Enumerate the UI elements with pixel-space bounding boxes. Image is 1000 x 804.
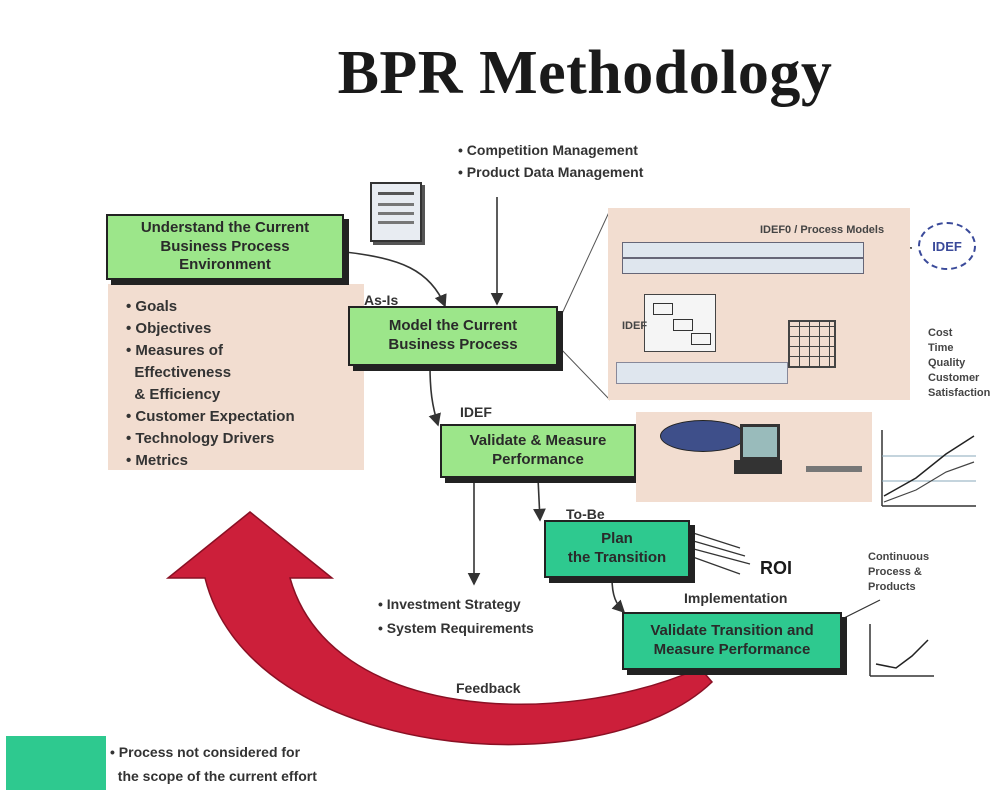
box5-to-graph [839,599,881,621]
box-line: Performance [492,451,584,468]
panel1-callout [559,209,611,401]
box-line: Measure Performance [653,641,811,658]
label-roi: ROI [760,558,793,578]
bullet-item: & Efficiency [126,386,221,403]
box-model-current: Model the Current Business Process [348,306,558,366]
process-model-panel: IDEF0 / Process Models IDEF [608,208,910,400]
bullet-item: • System Requirements [378,620,534,636]
note-item: Cost [928,327,953,339]
lower-bullets: • Investment Strategy • System Requireme… [378,592,534,640]
bullet-item: • Measures of [126,342,223,359]
note-item: Time [928,342,954,354]
trend-svg [869,624,934,677]
bullet-item: Effectiveness [126,364,232,381]
computer-icon [740,424,780,460]
label-idef: IDEF [622,320,648,332]
legend-swatch [6,736,106,790]
note-item: Continuous [868,551,930,563]
box-line: Business Process [388,336,518,353]
database-icon [660,420,746,452]
performance-graph [876,426,978,514]
keyboard-icon [734,460,782,474]
simulation-panel [636,412,872,502]
label-implementation: Implementation [684,590,788,606]
note-item: Process & [868,566,922,578]
bullet-item: • Investment Strategy [378,596,521,612]
bullet-item: • Metrics [126,452,188,469]
document-icon [370,182,422,242]
idef-diagram-icon [644,294,716,352]
flow-bar [616,362,788,384]
trend-graph [866,620,936,680]
feedback-label: Feedback [456,680,521,696]
box-line: Plan [601,530,633,548]
input-item: • Product Data Management [458,164,644,180]
feedback-arrow [165,511,714,746]
box-validate-measure: Validate & Measure Performance [440,424,636,478]
arrow-box2-to-box3 [428,365,441,427]
grid-network-icon [788,320,836,368]
box-line: Validate Transition and [650,622,814,640]
legend-line: • Process not considered for [110,744,301,760]
bullet-item: • Customer Expectation [126,408,295,425]
right-notes: Cost Time Quality Customer Satisfaction [928,326,990,401]
arrow-box4-to-box5 [611,577,626,614]
note-item: Products [868,581,916,593]
note-item: Customer [928,372,980,384]
timeline-chart [622,242,864,274]
input-item: • Competition Management [458,142,638,158]
note-item: Quality [928,357,966,369]
legend-text: • Process not considered for the scope o… [110,740,317,788]
right-notes-2: Continuous Process & Products [868,550,929,595]
panel-caption-bar [806,466,862,472]
box1-bullets: • Goals • Objectives • Measures of Effec… [126,296,295,472]
box-line: Business Process [160,237,290,255]
stamp-icon: IDEF [918,222,976,270]
arrow-box3-to-box4 [533,477,546,522]
label-to-be: To-Be [566,506,605,522]
top-inputs: • Competition Management • Product Data … [458,142,643,180]
box-validate-transition: Validate Transition and Measure Performa… [622,612,842,670]
box-line: Model the Current [388,317,518,335]
left-panel [108,284,364,470]
bullet-item: • Technology Drivers [126,430,275,447]
box-line: the Transition [567,549,667,566]
note-item: Satisfaction [928,387,991,399]
panel-caption: IDEF0 / Process Models [760,224,885,236]
label-idef-model: IDEF [460,404,492,420]
box-line: Environment [179,256,271,274]
label-as-is: As-Is [364,292,399,308]
box-understand-current: Understand the Current Business Process … [106,214,344,280]
page-title: BPR Methodology [337,39,833,107]
box-plan-transition: Plan the Transition [544,520,690,578]
arrow-box1-to-box2 [344,251,447,308]
legend-line: the scope of the current effort [110,768,317,784]
box4-output-lines [689,531,751,575]
bullet-item: • Goals [126,298,178,315]
graph-svg [881,430,976,507]
box-line: Understand the Current [140,218,310,236]
bullet-item: • Objectives [126,320,212,337]
box-line: Validate & Measure [469,432,607,450]
